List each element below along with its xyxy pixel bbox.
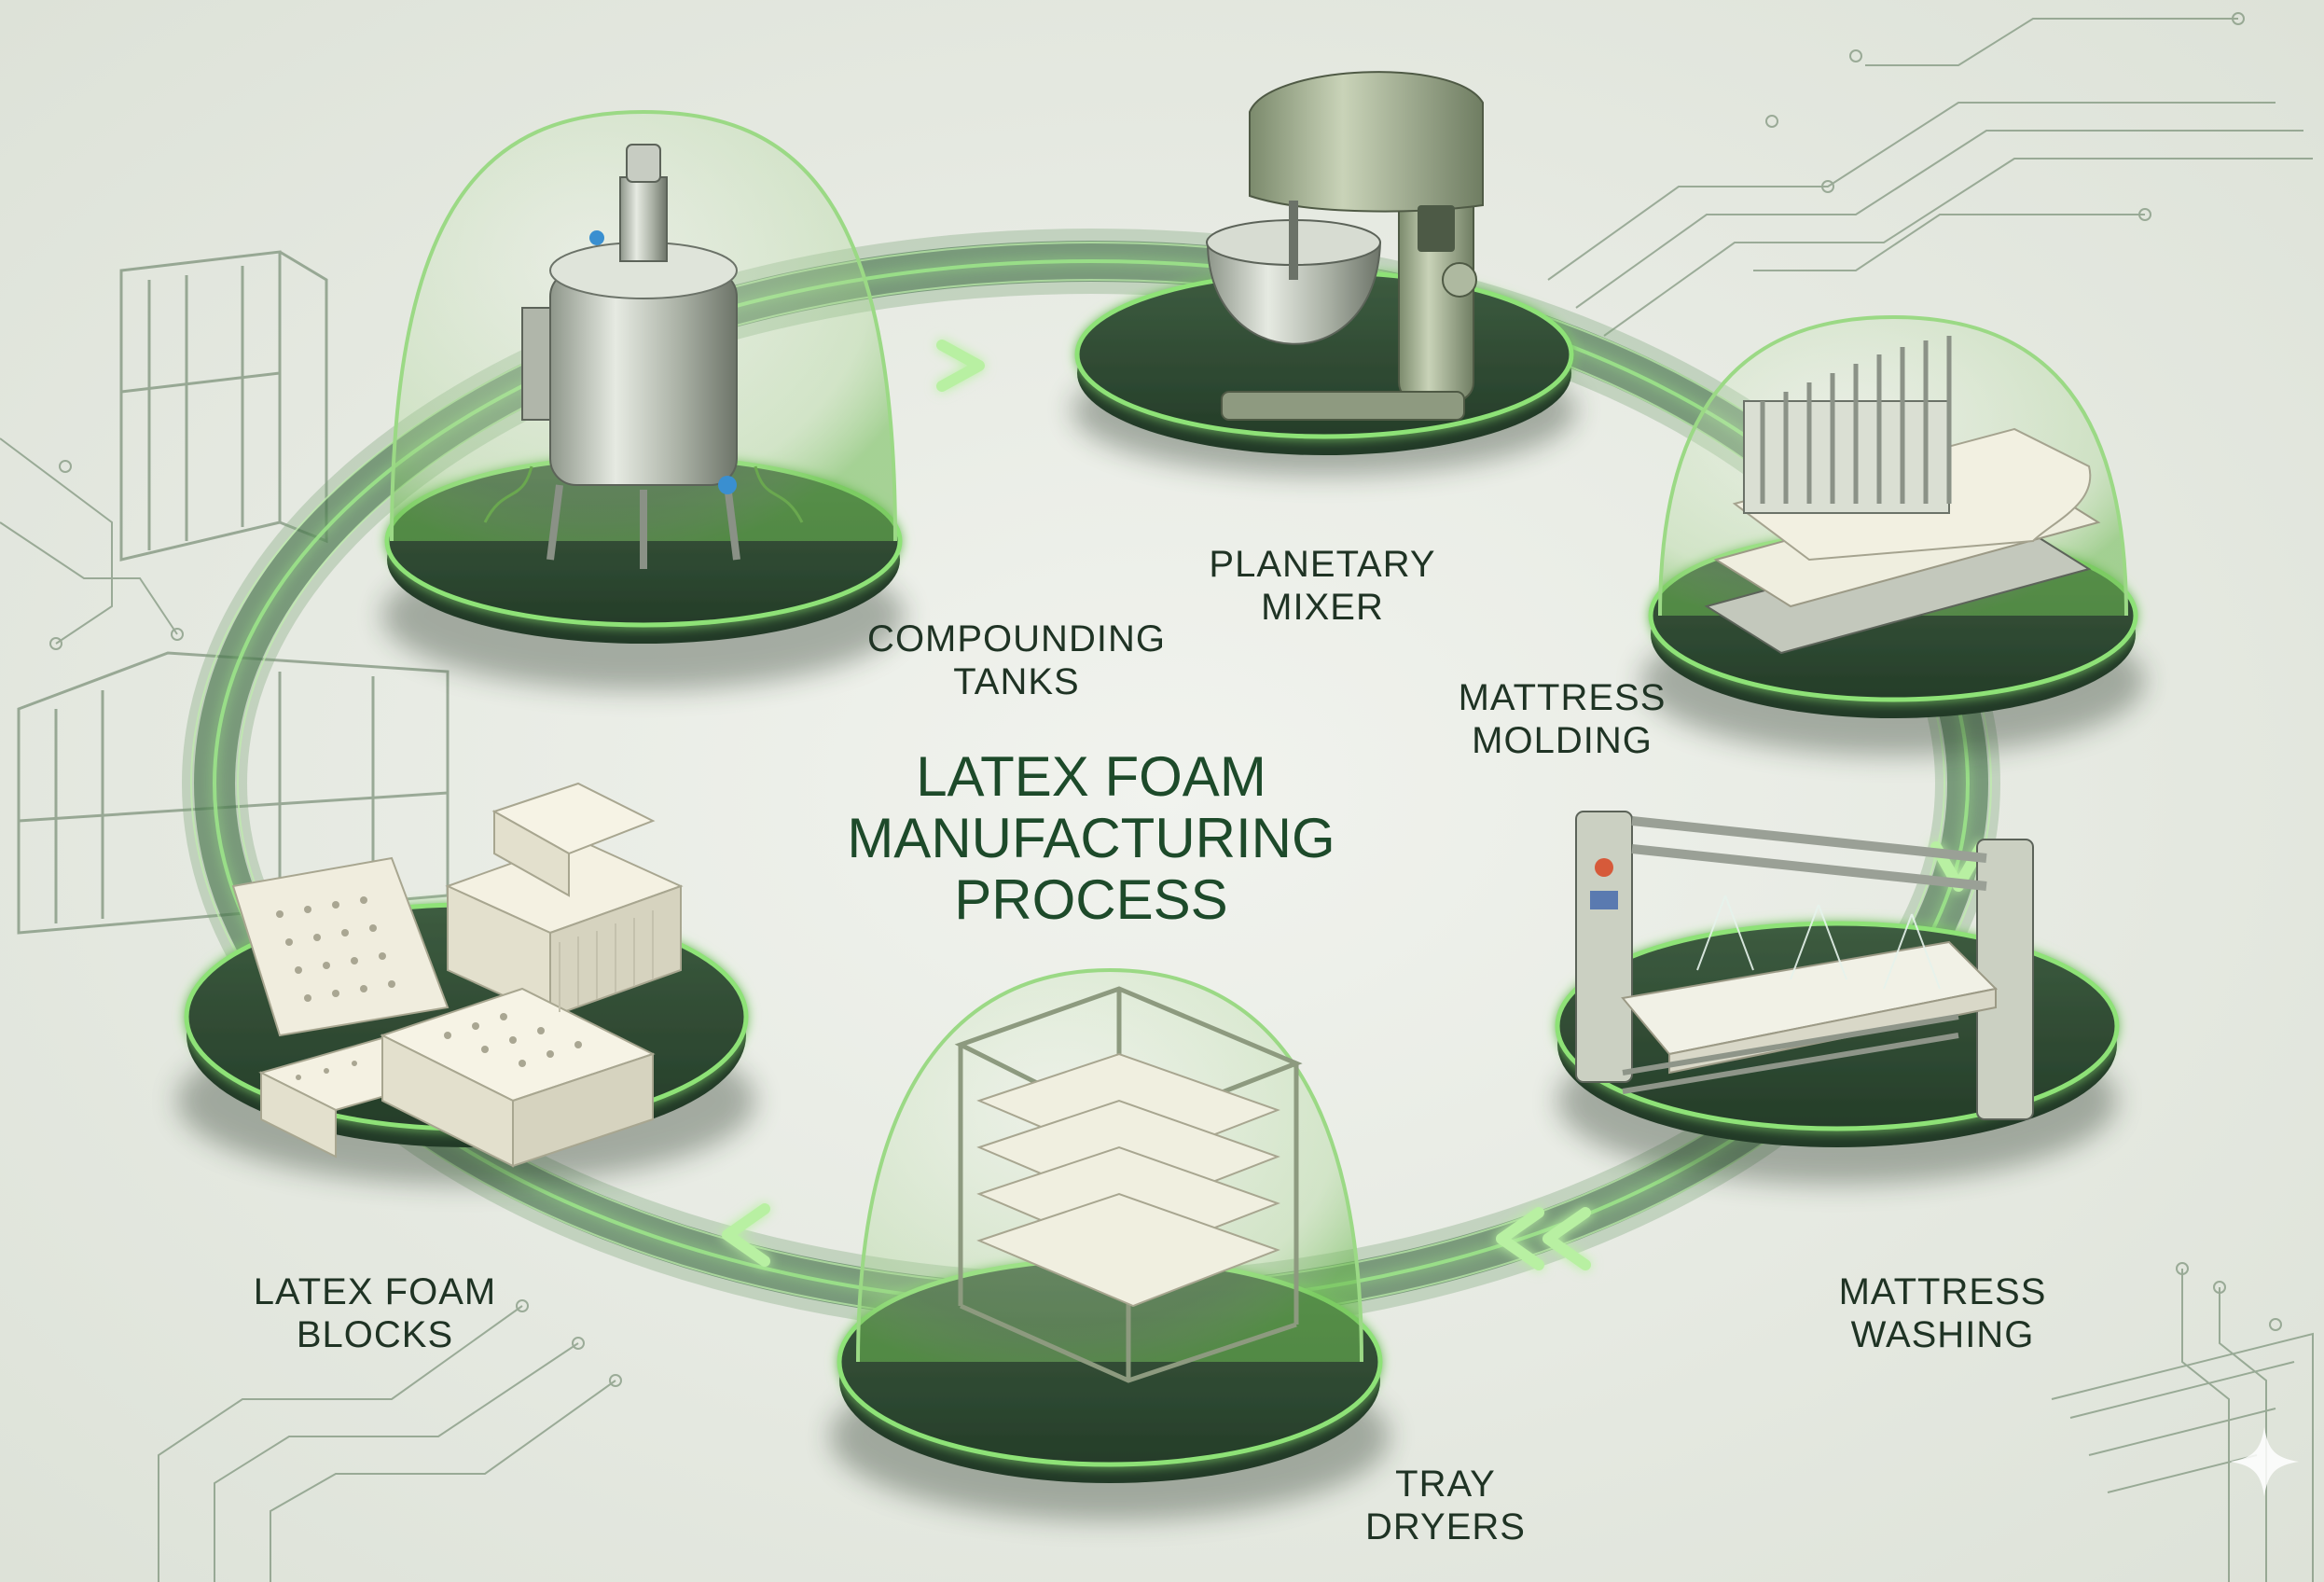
stage-label-tray-dryers: TRAY DRYERS bbox=[1365, 1463, 1526, 1548]
arrow-left-icon-2 bbox=[1542, 1207, 1591, 1270]
stage-planetary-mixer bbox=[1072, 71, 1576, 476]
stage-label-line1: TRAY bbox=[1395, 1464, 1496, 1505]
stage-mattress-washing bbox=[1555, 811, 2120, 1185]
stage-label-line2: BLOCKS bbox=[296, 1314, 454, 1355]
arrow-left-icon bbox=[1496, 1207, 1544, 1270]
stage-label-line1: MATTRESS bbox=[1838, 1271, 2047, 1312]
stage-label-line2: DRYERS bbox=[1365, 1506, 1526, 1547]
stage-label-line2: MIXER bbox=[1261, 587, 1384, 628]
stage-label-latex-foam-blocks: LATEX FOAM BLOCKS bbox=[254, 1270, 496, 1356]
diagram-title: LATEX FOAM MANUFACTURING PROCESS bbox=[847, 746, 1335, 931]
stage-label-compounding-tanks: COMPOUNDING TANKS bbox=[867, 618, 1166, 703]
architecture-line-art bbox=[17, 250, 450, 935]
title-line2: MANUFACTURING bbox=[847, 807, 1335, 869]
stage-compounding-tanks bbox=[382, 109, 905, 690]
stage-label-line1: LATEX FOAM bbox=[253, 1271, 497, 1312]
mattress-washer-icon bbox=[1575, 811, 2034, 1120]
stage-latex-foam-blocks bbox=[177, 782, 755, 1185]
sparkle-icon bbox=[2230, 1427, 2299, 1496]
circuit-line-art bbox=[0, 12, 2314, 1582]
planetary-mixer-icon bbox=[1206, 71, 1484, 421]
stage-mattress-molding bbox=[1641, 314, 2145, 756]
stage-label-planetary-mixer: PLANETARY MIXER bbox=[1209, 543, 1435, 629]
mattress-mold-icon bbox=[1704, 336, 2101, 655]
title-line3: PROCESS bbox=[954, 868, 1228, 931]
stage-label-line1: MATTRESS bbox=[1458, 677, 1667, 718]
stage-label-line2: WASHING bbox=[1850, 1314, 2035, 1355]
tray-dryer-icon bbox=[954, 986, 1303, 1383]
latex-foam-blocks-icon bbox=[231, 782, 684, 1168]
stage-label-mattress-washing: MATTRESS WASHING bbox=[1839, 1270, 2047, 1356]
arrow-left-icon-3 bbox=[722, 1203, 770, 1267]
stage-label-line2: TANKS bbox=[953, 661, 1080, 702]
compounding-tank-icon bbox=[521, 144, 740, 569]
stage-label-mattress-molding: MATTRESS MOLDING bbox=[1459, 676, 1667, 762]
stage-tray-dryers bbox=[830, 967, 1390, 1520]
stage-label-line1: PLANETARY bbox=[1209, 544, 1436, 585]
stage-label-line2: MOLDING bbox=[1472, 720, 1653, 761]
title-line1: LATEX FOAM bbox=[916, 745, 1266, 808]
arrow-right-icon bbox=[936, 340, 985, 392]
stage-label-line1: COMPOUNDING bbox=[867, 618, 1166, 659]
